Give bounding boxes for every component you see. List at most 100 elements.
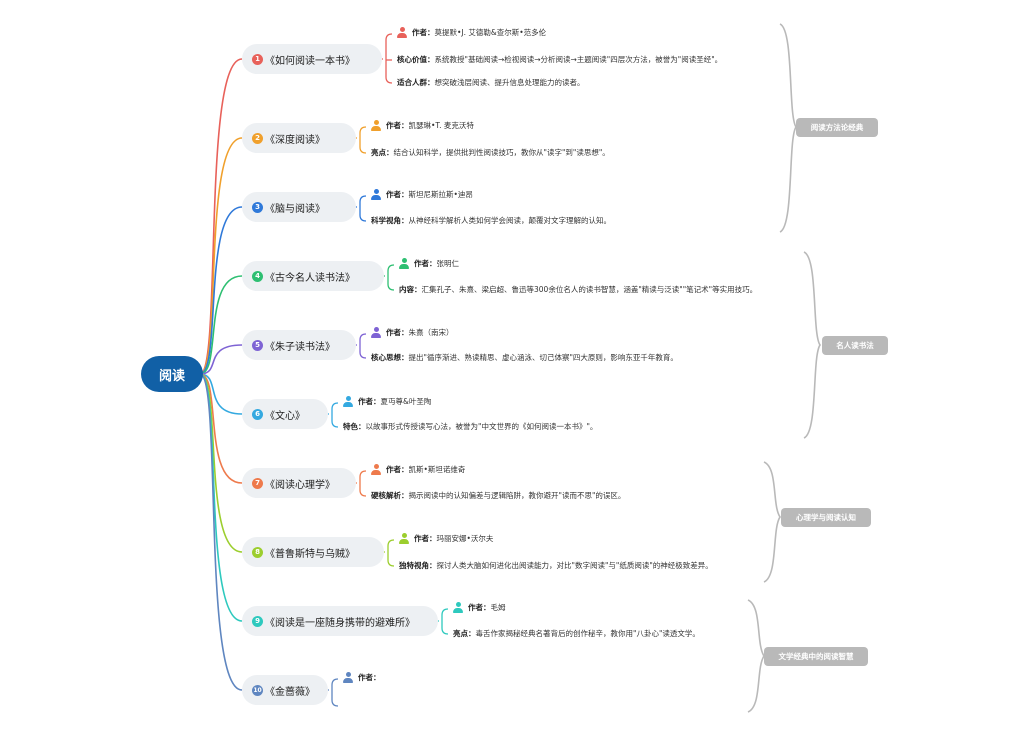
book-node[interactable]: 1《如何阅读一本书》 — [242, 44, 382, 74]
number-badge: 9 — [252, 615, 263, 627]
author-row: 作者：张明仁 — [399, 258, 459, 269]
detail-row: 科学视角：从神经科学解析人类如何学会阅读，颠覆对文字理解的认知。 — [371, 215, 611, 226]
category-bracket — [779, 23, 797, 233]
detail-row: 内容：汇集孔子、朱熹、梁启超、鲁迅等300余位名人的读书智慧，涵盖"精读与泛读"… — [399, 284, 757, 295]
branch-line — [199, 206, 243, 375]
category-bracket — [747, 599, 765, 713]
detail-label: 特色： — [343, 422, 366, 431]
branch-line — [199, 373, 243, 415]
author-label: 作者： — [358, 397, 381, 406]
detail-text: 揭示阅读中的认知偏差与逻辑陷阱，教你避开"读而不思"的误区。 — [408, 491, 626, 500]
branch-line — [199, 373, 243, 622]
author-name: 朱熹（南宋） — [408, 328, 454, 337]
detail-bracket — [385, 33, 393, 84]
detail-label: 核心思想： — [371, 353, 409, 362]
branch-line — [199, 373, 243, 691]
detail-text: 探讨人类大脑如何进化出阅读能力，对比"数字阅读"与"纸质阅读"的神经极致差异。 — [436, 561, 713, 570]
number-badge: 4 — [252, 270, 263, 282]
author-name: 张明仁 — [436, 259, 460, 268]
person-icon — [371, 189, 381, 200]
detail-row: 亮点：毒舌作家揭秘经典名著背后的创作秘辛，教你用"八卦心"读透文学。 — [453, 628, 700, 639]
detail-label: 亮点： — [371, 148, 394, 157]
person-icon — [371, 464, 381, 475]
detail-row: 核心思想：提出"循序渐进、熟读精思、虚心涵泳、切己体察"四大原则，影响东亚千年教… — [371, 352, 678, 363]
book-node[interactable]: 5《朱子读书法》 — [242, 330, 356, 360]
author-name: 毛姆 — [490, 603, 506, 612]
number-badge: 2 — [252, 132, 263, 144]
detail-bracket — [387, 264, 395, 291]
number-badge: 1 — [252, 53, 263, 65]
detail-row: 核心价值：系统教授"基础阅读→检视阅读→分析阅读→主题阅读"四层次方法，被誉为"… — [397, 54, 722, 65]
author-label: 作者： — [386, 190, 409, 199]
book-title: 《阅读心理学》 — [265, 479, 335, 491]
number-badge: 7 — [252, 477, 263, 489]
author-label: 作者： — [414, 259, 437, 268]
author-label: 作者： — [468, 603, 491, 612]
branch-line — [199, 373, 243, 553]
book-title: 《金蔷薇》 — [265, 686, 315, 698]
book-title: 《普鲁斯特与乌贼》 — [265, 548, 355, 560]
author-name: 夏丏尊&叶圣陶 — [380, 397, 432, 406]
detail-text: 提出"循序渐进、熟读精思、虚心涵泳、切己体察"四大原则，影响东亚千年教育。 — [408, 353, 678, 362]
category-label[interactable]: 文学经典中的阅读智慧 — [764, 647, 868, 666]
author-row: 作者：玛丽安娜•沃尔夫 — [399, 533, 493, 544]
book-node[interactable]: 3《脑与阅读》 — [242, 192, 356, 222]
book-title: 《脑与阅读》 — [265, 203, 325, 215]
detail-text: 想突破浅层阅读、提升信息处理能力的读者。 — [434, 78, 585, 87]
category-label[interactable]: 阅读方法论经典 — [796, 118, 878, 137]
detail-text: 系统教授"基础阅读→检视阅读→分析阅读→主题阅读"四层次方法，被誉为"阅读圣经"… — [434, 55, 723, 64]
person-icon — [343, 396, 353, 407]
person-icon — [397, 27, 407, 38]
detail-bracket — [441, 608, 449, 635]
detail-bracket — [359, 470, 367, 497]
category-bracket — [803, 251, 821, 439]
branch-line — [199, 373, 243, 484]
book-title: 《朱子读书法》 — [265, 341, 335, 353]
book-node[interactable]: 2《深度阅读》 — [242, 123, 356, 153]
category-label[interactable]: 心理学与阅读认知 — [781, 508, 871, 527]
book-node[interactable]: 9《阅读是一座随身携带的避难所》 — [242, 606, 438, 636]
book-node[interactable]: 10《金蔷薇》 — [242, 675, 328, 705]
detail-bracket — [387, 539, 395, 567]
number-badge: 8 — [252, 546, 263, 558]
number-badge: 5 — [252, 339, 263, 351]
number-badge: 3 — [252, 201, 263, 213]
author-name: 莫提默•J. 艾德勒&查尔斯•范多伦 — [434, 28, 547, 37]
detail-label: 独特视角： — [399, 561, 437, 570]
book-node[interactable]: 8《普鲁斯特与乌贼》 — [242, 537, 384, 567]
author-name: 玛丽安娜•沃尔夫 — [436, 534, 494, 543]
root-label: 阅读 — [158, 368, 185, 384]
detail-text: 毒舌作家揭秘经典名著背后的创作秘辛，教你用"八卦心"读透文学。 — [475, 629, 700, 638]
detail-bracket — [359, 126, 367, 154]
detail-row: 特色：以故事形式传授读写心法，被誉为"中文世界的《如何阅读一本书》"。 — [343, 421, 597, 432]
book-node[interactable]: 7《阅读心理学》 — [242, 468, 356, 498]
detail-bracket — [359, 333, 367, 359]
detail-label: 适合人群： — [397, 78, 435, 87]
detail-label: 核心价值： — [397, 55, 435, 64]
person-icon — [371, 120, 381, 131]
root-topic[interactable]: 阅读 — [141, 356, 203, 392]
detail-bracket — [359, 195, 367, 222]
category-label[interactable]: 名人读书法 — [822, 336, 888, 355]
branch-line — [199, 58, 243, 375]
author-name: 凯斯•斯坦诺维奇 — [408, 465, 466, 474]
person-icon — [371, 327, 381, 338]
book-title: 《如何阅读一本书》 — [265, 55, 355, 67]
author-row: 作者：凯斯•斯坦诺维奇 — [371, 464, 465, 475]
author-row: 作者：莫提默•J. 艾德勒&查尔斯•范多伦 — [397, 27, 546, 38]
detail-bracket — [331, 402, 339, 428]
book-node[interactable]: 6《文心》 — [242, 399, 328, 429]
author-row: 作者： — [343, 672, 381, 683]
number-badge: 6 — [252, 408, 263, 420]
author-label: 作者： — [412, 28, 435, 37]
author-label: 作者： — [386, 328, 409, 337]
number-badge: 10 — [252, 684, 263, 696]
person-icon — [343, 672, 353, 683]
detail-text: 汇集孔子、朱熹、梁启超、鲁迅等300余位名人的读书智慧，涵盖"精读与泛读""笔记… — [421, 285, 758, 294]
detail-label: 亮点： — [453, 629, 476, 638]
book-node[interactable]: 4《古今名人读书法》 — [242, 261, 384, 291]
author-name: 凯瑟琳•T. 麦克沃特 — [408, 121, 474, 130]
detail-text: 从神经科学解析人类如何学会阅读，颠覆对文字理解的认知。 — [408, 216, 612, 225]
branch-line — [199, 344, 243, 375]
